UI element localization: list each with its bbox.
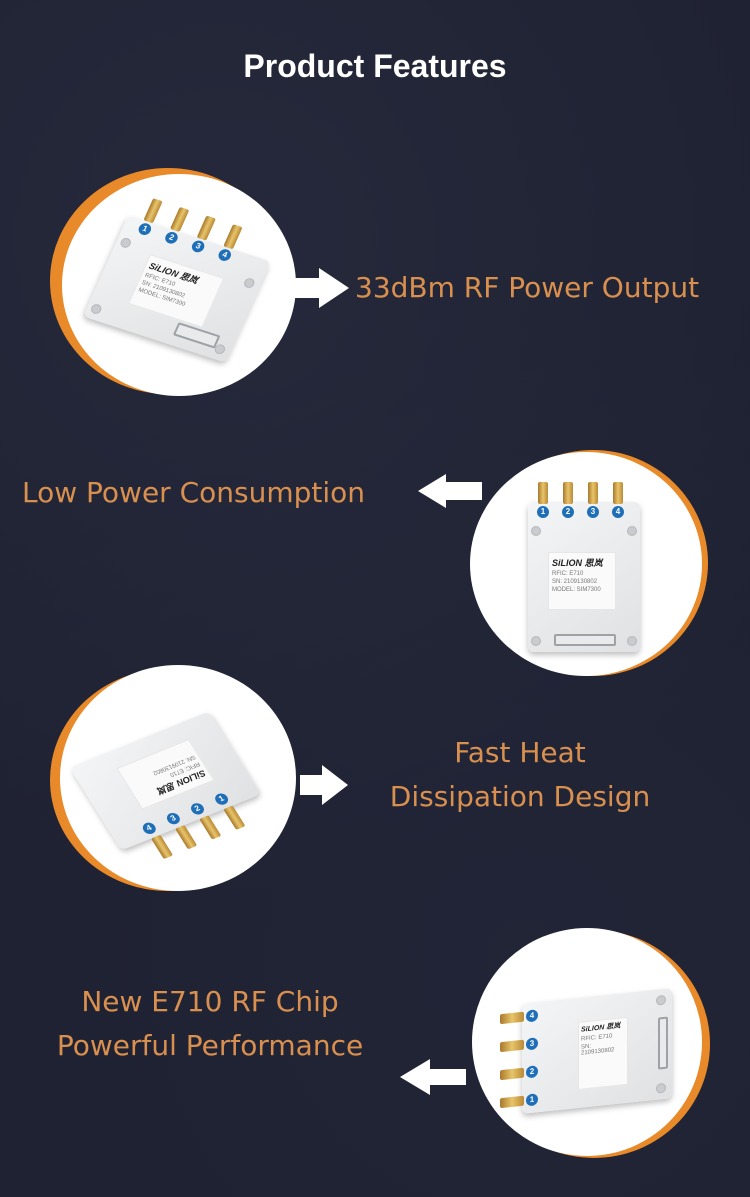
port-2-label: 2	[526, 1065, 538, 1079]
module-label: SiLION 思岚 RFIC: E710 SN: 2109130802	[116, 739, 215, 810]
port-4-label: 4	[612, 506, 624, 518]
page-title: Product Features	[243, 48, 507, 84]
port-3-label: 3	[587, 506, 599, 518]
feature-3-text: Fast Heat Dissipation Design	[370, 731, 670, 819]
feature-3-line-1: Fast Heat	[454, 736, 586, 769]
feature-2-text: Low Power Consumption	[22, 476, 366, 509]
module-label: SiLION 思岚 RFIC: E710 SN: 2109130802 MODE…	[548, 552, 616, 610]
module-label: SiLION 思岚 RFIC: E710 SN: 2109130802 MODE…	[128, 253, 225, 328]
module-label: SiLION 思岚 RFIC: E710 SN: 2109130802	[578, 1016, 628, 1090]
feature-4-line-2: Powerful Performance	[56, 1029, 364, 1062]
arrow-left-icon	[418, 474, 482, 508]
feature-2-image: 1 2 3 4 SiLION 思岚 RFIC: E710 SN: 2109130…	[470, 450, 710, 680]
rfid-module-image: 4 3 2 1 SiLION 思岚 RFIC: E710 SN: 2109130…	[69, 711, 261, 860]
feature-4-line-1: New E710 RF Chip	[81, 985, 339, 1018]
feature-4-image: 4 3 2 1 SiLION 思岚 RFIC: E710 SN: 2109130…	[472, 928, 712, 1163]
arrow-right-icon	[300, 765, 348, 805]
rfid-module-image: 4 3 2 1 SiLION 思岚 RFIC: E710 SN: 2109130…	[500, 988, 672, 1114]
feature-1-text: 33dBm RF Power Output	[355, 271, 700, 304]
feature-3-image: 4 3 2 1 SiLION 思岚 RFIC: E710 SN: 2109130…	[50, 665, 300, 895]
port-4-label: 4	[140, 820, 159, 836]
arrow-left-icon	[400, 1059, 466, 1095]
port-1-label: 1	[537, 506, 549, 518]
feature-4-text: New E710 RF Chip Powerful Performance	[30, 980, 390, 1068]
port-2-label: 2	[188, 801, 207, 817]
port-3-label: 3	[164, 811, 183, 827]
port-1-label: 1	[526, 1093, 538, 1107]
rfid-module-image: 1 2 3 4 SiLION 思岚 RFIC: E710 SN: 2109130…	[528, 482, 640, 652]
rfid-module-image: 1 2 3 4 SiLION 思岚 RFIC: E710 SN: 2109130…	[83, 198, 271, 363]
port-4-label: 4	[526, 1009, 538, 1023]
port-2-label: 2	[163, 230, 180, 246]
port-1-label: 1	[136, 221, 154, 237]
port-3-label: 3	[526, 1037, 538, 1051]
port-4-label: 4	[216, 247, 233, 263]
port-2-label: 2	[562, 506, 574, 518]
feature-1-image: 1 2 3 4 SiLION 思岚 RFIC: E710 SN: 2109130…	[50, 168, 300, 398]
port-3-label: 3	[189, 239, 207, 254]
port-1-label: 1	[212, 791, 231, 807]
arrow-right-icon	[287, 268, 349, 308]
feature-3-line-2: Dissipation Design	[389, 780, 651, 813]
